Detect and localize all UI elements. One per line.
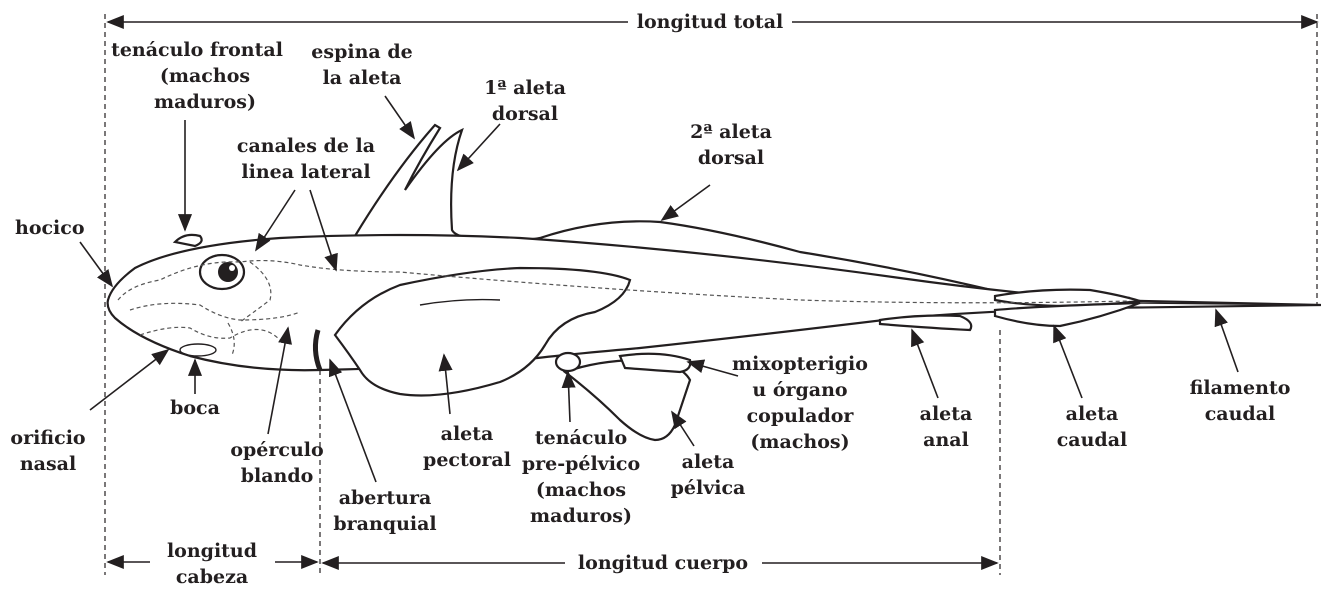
label-text-11: 2ª aleta [690, 121, 772, 143]
label-text-15: hocico [15, 217, 85, 239]
fin-spine-callout: espina de la aleta [311, 41, 414, 138]
label-text-4: tenáculo frontal [111, 39, 283, 61]
label-text-33: copulador [747, 405, 855, 427]
label-text-10: dorsal [492, 103, 558, 125]
label-text-23: aleta [441, 423, 494, 445]
label-text-39: filamento [1190, 377, 1291, 399]
label-text-30: pélvica [671, 477, 746, 499]
label-text-40: caudal [1205, 403, 1276, 425]
label-text-18: boca [170, 397, 220, 419]
label-text-37: aleta [1066, 403, 1119, 425]
label-text-38: caudal [1057, 429, 1128, 451]
label-text-31: mixopterigio [732, 353, 868, 375]
label-text-27: (machos [536, 479, 626, 501]
snout-callout: hocico [15, 217, 112, 286]
label-text-20: blando [241, 465, 314, 487]
label-text-16: orificio [10, 427, 85, 449]
label-text-8: la aleta [323, 67, 402, 89]
caudal-filament-callout: filamento caudal [1190, 310, 1291, 425]
head-length-label-2: cabeza [176, 566, 248, 588]
second-dorsal-fin-callout: 2ª aleta dorsal [662, 121, 772, 220]
head-length-dimension: longitud cabeza [108, 540, 317, 588]
pelvic-fin-callout: aleta pélvica [671, 412, 746, 499]
label-text-35: aleta [920, 403, 973, 425]
clasper-callout: mixopterigio u órgano copulador (machos) [688, 353, 868, 453]
body-length-label: longitud cuerpo [578, 552, 748, 574]
label-text-24: pectoral [423, 449, 511, 471]
label-text-14: linea lateral [241, 161, 370, 183]
label-text-21: abertura [339, 487, 432, 509]
label-text-19: opérculo [230, 439, 323, 461]
mouth-callout: boca [170, 360, 220, 419]
caudal-fin-callout: aleta caudal [1054, 326, 1127, 451]
label-text-22: branquial [333, 513, 436, 535]
label-text-6: maduros) [154, 91, 256, 113]
total-length-label: longitud total [637, 11, 783, 33]
label-text-26: pre-pélvico [522, 453, 640, 475]
label-text-5: (machos [160, 65, 250, 87]
label-text-32: u órgano [752, 379, 847, 401]
label-text-25: tenáculo [535, 427, 627, 449]
head-length-label-1: longitud [167, 540, 257, 562]
label-text-34: (machos) [750, 431, 849, 453]
label-text-29: aleta [682, 451, 735, 473]
anal-fin-callout: aleta anal [912, 330, 972, 451]
total-length-dimension: longitud total [108, 11, 1317, 33]
label-text-17: nasal [20, 453, 76, 475]
label-text-12: dorsal [698, 147, 764, 169]
nasal-opening-callout: orificio nasal [10, 350, 168, 475]
label-text-28: maduros) [530, 505, 632, 527]
label-text-13: canales de la [237, 135, 375, 157]
body-length-dimension: longitud cuerpo [323, 552, 997, 574]
first-dorsal-fin-callout: 1ª aleta dorsal [458, 77, 566, 170]
label-text-36: anal [923, 429, 969, 451]
label-text-9: 1ª aleta [484, 77, 566, 99]
label-text-7: espina de [311, 41, 412, 63]
